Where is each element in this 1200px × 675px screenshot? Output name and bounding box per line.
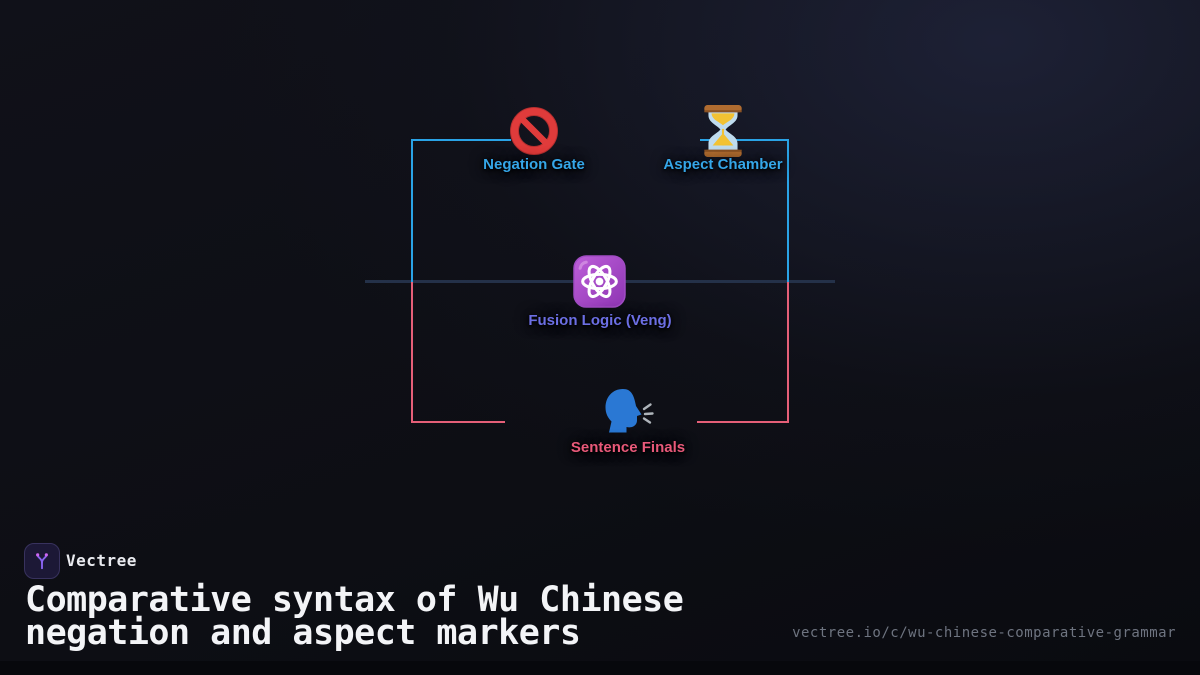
edge-finals-left-horizontal [411,421,505,423]
vectree-branch-icon [36,553,48,570]
bottom-bar [0,661,1200,675]
speaking-head-icon [602,387,654,437]
edge-left-vertical-bottom [411,282,413,423]
page-title: Comparative syntax of Wu Chinese negatio… [25,580,684,653]
brand-name: Vectree [66,551,137,570]
edge-left-vertical-top [411,139,413,282]
page-url[interactable]: vectree.io/c/wu-chinese-comparative-gram… [792,625,1176,641]
node-label-fusion-logic: Fusion Logic (Veng) [528,312,672,329]
node-label-negation-gate: Negation Gate [483,156,585,173]
edge-right-vertical-bottom [787,282,789,423]
node-label-aspect-chamber: Aspect Chamber [663,156,783,173]
vectree-logo [24,543,60,579]
node-label-sentence-finals: Sentence Finals [570,439,686,456]
no-entry-icon [510,107,558,155]
edge-finals-right-horizontal [697,421,789,423]
edge-negation-horizontal [411,139,511,141]
edge-right-vertical-top [787,139,789,282]
hourglass-icon [700,104,746,158]
atom-icon [573,255,626,308]
edge-aspect-horizontal [700,139,789,141]
